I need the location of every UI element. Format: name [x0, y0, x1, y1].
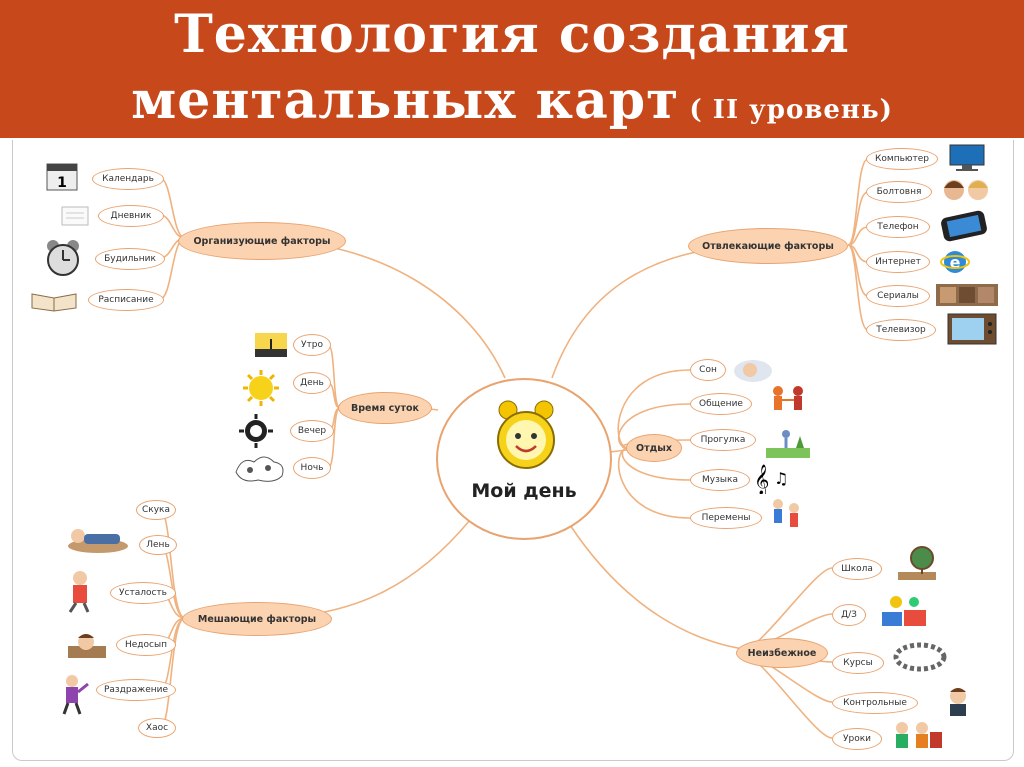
- leaf-music: Музыка: [690, 469, 750, 491]
- music-notes-icon: 𝄞♫: [754, 464, 788, 494]
- smartphone-icon: [941, 210, 987, 242]
- evening-sun-icon: [239, 414, 273, 448]
- title-level: ( II уровень): [679, 95, 893, 125]
- slide-frame: [12, 140, 1014, 761]
- night-sky-icon: [235, 456, 284, 482]
- diary-icon: [61, 206, 89, 226]
- leaf-sleep: Сон: [690, 359, 726, 381]
- svg-text:e: e: [950, 253, 961, 272]
- calendar-icon: 1: [46, 163, 78, 191]
- students-circle-icon: [893, 642, 947, 672]
- leaf-diary: Дневник: [98, 205, 164, 227]
- leaf-tv: Телевизор: [866, 319, 936, 341]
- tv-series-icon: [936, 284, 998, 306]
- svg-text:𝄞: 𝄞: [754, 464, 769, 494]
- tired-child-icon: [68, 571, 90, 613]
- leaf-fatigue: Усталость: [110, 582, 176, 604]
- node-distracting-factors: Отвлекающие факторы: [688, 228, 848, 264]
- leaf-boredom: Скука: [136, 500, 176, 520]
- center-node: Мой день: [436, 378, 612, 540]
- leaf-communication: Общение: [690, 393, 752, 415]
- leaf-schedule: Расписание: [88, 289, 164, 311]
- title-banner: Технология создания ментальных карт ( II…: [0, 0, 1024, 138]
- alarm-clock-icon: [47, 240, 79, 276]
- leaf-irritation: Раздражение: [96, 679, 176, 701]
- computer-icon: [949, 144, 985, 171]
- leaf-calendar: Календарь: [92, 168, 164, 190]
- title-line-2: ментальных карт ( II уровень): [0, 70, 1024, 131]
- node-rest: Отдых: [626, 434, 682, 462]
- svg-text:1: 1: [57, 175, 67, 191]
- children-with-books-icon: [896, 722, 942, 748]
- kids-playing-icon: [773, 499, 799, 527]
- lazy-person-icon: [68, 529, 128, 553]
- sleepy-student-icon: [68, 634, 106, 658]
- leaf-series: Сериалы: [866, 285, 930, 307]
- node-unavoidable: Неизбежное: [736, 638, 828, 668]
- sleeping-baby-icon: [734, 360, 772, 382]
- leaf-school: Школа: [832, 558, 882, 580]
- leaf-laziness: Лень: [139, 535, 177, 555]
- sun-icon: [243, 370, 279, 406]
- leaf-walk: Прогулка: [690, 429, 756, 451]
- title-main: ментальных карт: [131, 70, 680, 131]
- center-label: Мой день: [471, 480, 577, 502]
- leaf-night: Ночь: [293, 457, 331, 479]
- svg-text:♫: ♫: [774, 469, 788, 488]
- television-icon: [947, 313, 997, 345]
- chatting-people-icon: [944, 180, 988, 200]
- leaf-lack-of-sleep: Недосып: [116, 634, 176, 656]
- leaf-lessons: Уроки: [832, 728, 882, 750]
- alarm-clock-smiley-icon: [497, 400, 555, 469]
- leaf-morning: Утро: [293, 334, 331, 356]
- sunrise-icon: [255, 333, 287, 357]
- school-supplies-icon: [882, 596, 926, 626]
- leaf-computer: Компьютер: [866, 148, 938, 170]
- leaf-tests: Контрольные: [832, 692, 918, 714]
- internet-explorer-icon: e: [940, 251, 970, 273]
- leaf-courses: Курсы: [832, 652, 884, 674]
- leaf-breaks: Перемены: [690, 507, 762, 529]
- leaf-homework: Д/З: [832, 604, 866, 626]
- leaf-internet: Интернет: [866, 251, 930, 273]
- leaf-day: День: [293, 372, 331, 394]
- student-test-icon: [950, 688, 966, 716]
- leaf-chatter: Болтовня: [866, 181, 932, 203]
- irritated-person-icon: [62, 675, 89, 715]
- title-line-1: Технология создания: [174, 4, 850, 65]
- node-hindering-factors: Мешающие факторы: [182, 602, 332, 636]
- node-time-of-day: Время суток: [338, 392, 432, 424]
- leaf-phone: Телефон: [866, 216, 930, 238]
- leaf-chaos: Хаос: [138, 718, 176, 738]
- leaf-alarm-clock: Будильник: [95, 248, 165, 270]
- people-talking-icon: [773, 386, 803, 410]
- open-book-icon: [31, 293, 77, 312]
- walking-outdoors-icon: [766, 430, 810, 458]
- globe-school-icon: [898, 546, 936, 580]
- leaf-evening: Вечер: [290, 420, 334, 442]
- node-organizing-factors: Организующие факторы: [178, 222, 346, 260]
